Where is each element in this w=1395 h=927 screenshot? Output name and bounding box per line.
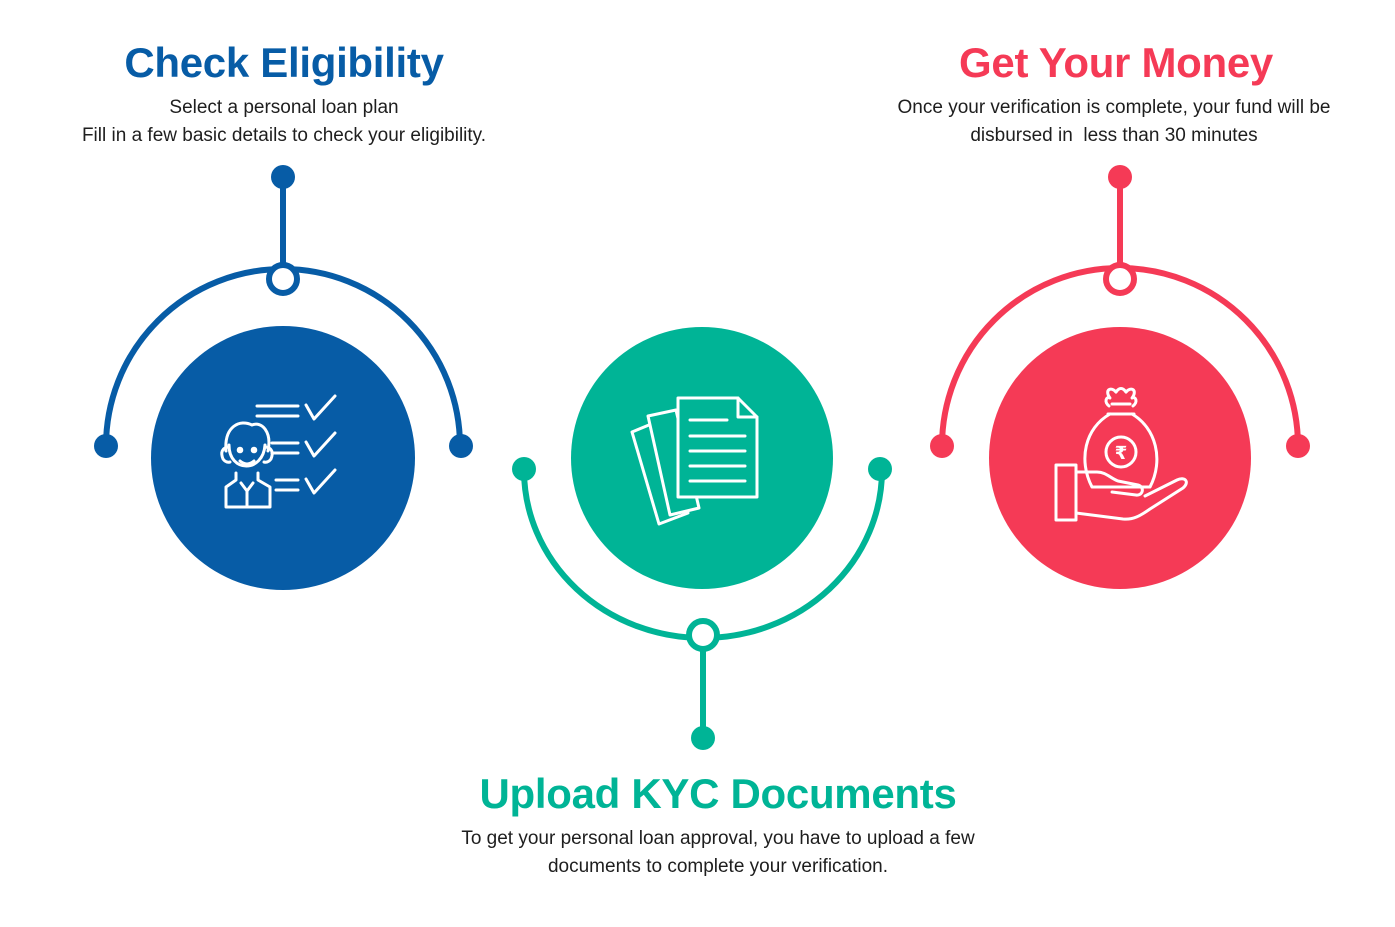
currency-coin — [1104, 435, 1138, 469]
step-2-ring-node — [686, 618, 720, 652]
step-1-title: Check Eligibility — [124, 39, 444, 86]
step-3-title: Get Your Money — [959, 39, 1273, 86]
step-1-circle — [151, 326, 415, 590]
step-3-description-line: Once your verification is complete, your… — [897, 97, 1331, 118]
step-3-ring-node — [1103, 262, 1137, 296]
step-2-title: Upload KYC Documents — [479, 770, 957, 817]
step-2-description: To get your personal loan approval, you … — [418, 825, 1018, 881]
currency-symbol: ₹ — [1115, 443, 1128, 464]
step-1-description-line: Fill in a few basic details to check you… — [81, 125, 487, 146]
documents-icon — [630, 396, 759, 526]
step-3-description-line: disbursed in less than 30 minutes — [970, 125, 1258, 146]
step-1-description-line: Select a personal loan plan — [169, 97, 399, 118]
money-bag-hand-icon — [1054, 387, 1188, 522]
step-2-bottom-dot — [691, 726, 715, 750]
step-1-right-dot — [449, 434, 473, 458]
step-1-left-dot — [94, 434, 118, 458]
step-3-left-dot — [930, 434, 954, 458]
step-1-description: Select a personal loan plan Fill in a fe… — [34, 94, 534, 150]
step-3-top-dot — [1108, 165, 1132, 189]
step-2-right-dot — [868, 457, 892, 481]
step-3-right-dot — [1286, 434, 1310, 458]
step-1-top-dot — [271, 165, 295, 189]
person-checklist-icon — [220, 394, 337, 509]
step-2-description-line: documents to complete your verification. — [547, 856, 889, 877]
step-1-ring-node — [266, 262, 300, 296]
step-3-circle — [989, 327, 1251, 589]
step-3-description: Once your verification is complete, your… — [864, 94, 1364, 150]
step-2-description-line: To get your personal loan approval, you … — [461, 828, 975, 849]
step-2-left-dot — [512, 457, 536, 481]
